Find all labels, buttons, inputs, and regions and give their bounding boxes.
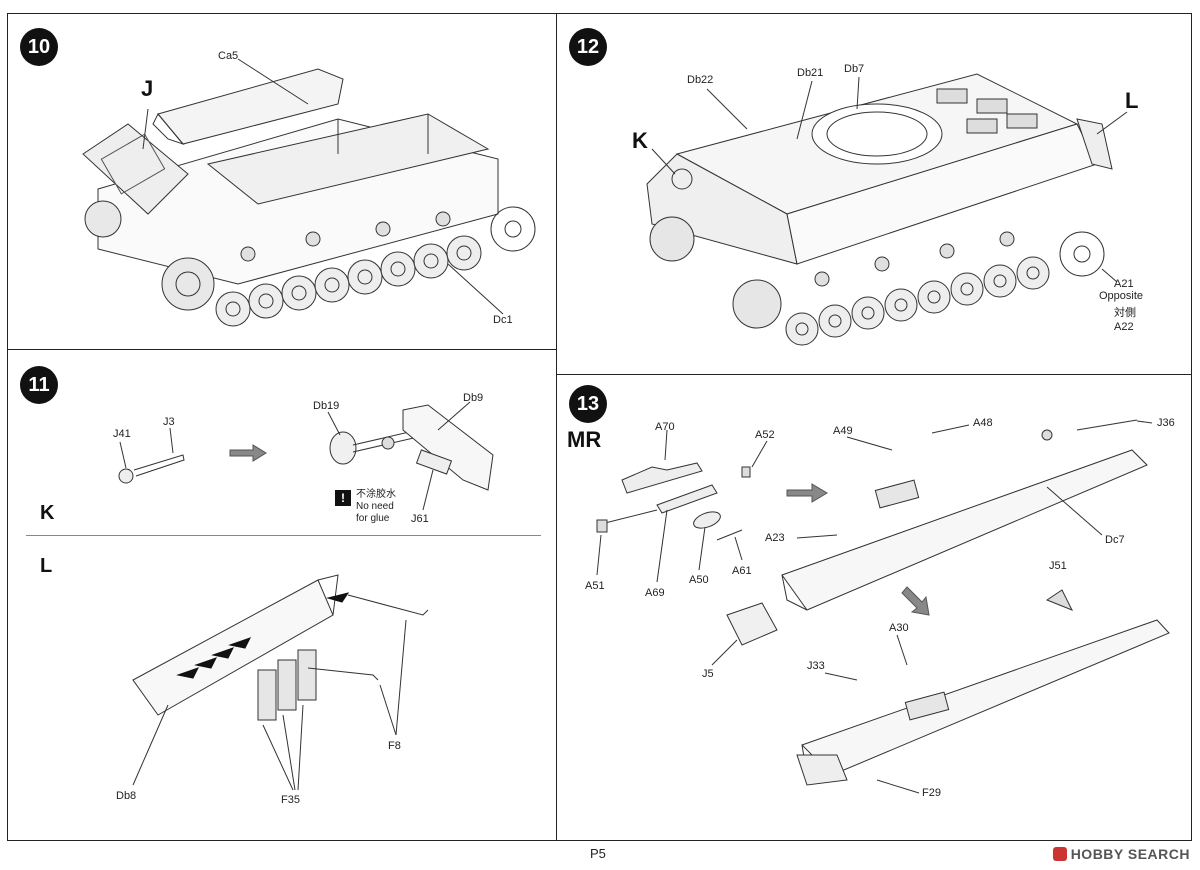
label-db22: Db22 [687,74,714,86]
k-l-divider [26,535,541,536]
warning-line2: for glue [356,513,390,524]
label-db21: Db21 [797,67,824,79]
label-a22: A22 [1114,321,1134,333]
label-j51: J51 [1049,560,1067,572]
watermark-logo-icon [1052,847,1067,861]
tank-hull-drawing-12 [646,73,1128,346]
label-f35: F35 [281,794,300,806]
sub-label-l: L [40,555,53,577]
warning-line1: No need [356,501,394,512]
step-12-panel: 12 K L Db22 Db21 Db7 A21 Opposite 対側 A22 [556,13,1192,375]
label-a69: A69 [645,587,665,599]
step-10-panel: 10 J Ca5 Dc1 [7,13,557,350]
label-j33: J33 [807,660,825,672]
callout-mr: MR [567,427,602,452]
label-a30: A30 [889,622,909,634]
callout-k: K [632,128,648,153]
label-dc7: Dc7 [1105,534,1125,546]
label-j41: J41 [113,428,131,440]
label-j5: J5 [702,668,714,680]
sub-label-k: K [40,502,55,524]
label-j36: J36 [1157,417,1175,429]
label-ca5: Ca5 [218,50,239,62]
watermark: HOBBY SEARCH [1052,846,1190,862]
label-f29: F29 [922,787,941,799]
page-number: P5 [590,846,606,861]
tank-hull-drawing-10 [82,58,536,327]
label-a49: A49 [833,425,853,437]
label-opposite-cn: 対側 [1114,307,1136,319]
label-db7: Db7 [844,63,865,75]
step-13-panel: 13 MR A70 A52 A51 A69 A50 A61 J5 A49 A48… [556,374,1192,841]
step-11-panel: 11 K L J41 J3 Db19 Db9 J61 Db8 F35 F8 ! … [7,349,557,841]
suspension-drawing-13 [596,419,1170,794]
label-a70: A70 [655,421,675,433]
step-10-badge: 10 [20,28,58,66]
label-a23: A23 [765,532,785,544]
step-12-badge: 12 [569,28,607,66]
warning-icon: ! [335,490,351,506]
label-a50: A50 [689,574,709,586]
parts-drawing-11 [118,401,494,791]
label-f8: F8 [388,740,401,752]
step-13-badge: 13 [569,385,607,423]
label-db9: Db9 [463,392,484,404]
label-a21: A21 [1114,278,1134,290]
warning-note: 不涂胶水 No need for glue [356,489,396,525]
label-db8: Db8 [116,790,137,802]
label-j61: J61 [411,513,429,525]
watermark-text: HOBBY SEARCH [1070,846,1190,862]
label-a48: A48 [973,417,993,429]
label-j3: J3 [163,416,175,428]
warning-jp: 不涂胶水 [356,489,396,500]
label-db19: Db19 [313,400,340,412]
label-a61: A61 [732,565,752,577]
label-a52: A52 [755,429,775,441]
step-11-badge: 11 [20,366,58,404]
label-dc1: Dc1 [493,314,513,326]
callout-l: L [1125,88,1139,113]
callout-j: J [141,76,154,101]
label-a51: A51 [585,580,605,592]
label-opposite: Opposite [1099,290,1144,302]
